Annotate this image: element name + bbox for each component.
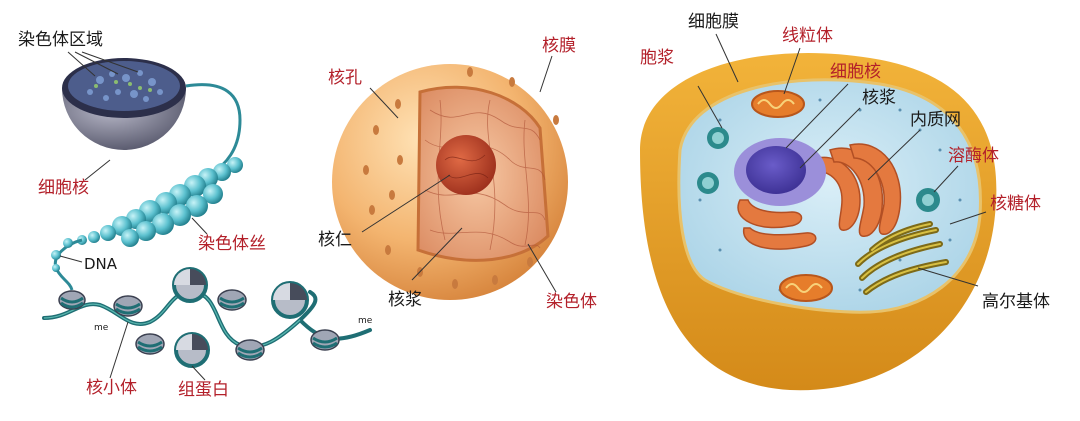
chromosome-fiber-beads [77,157,243,247]
chromatin-panel [42,51,372,381]
panel2-leader-lines [361,55,557,293]
label-nucleoplasm: 核浆 [388,290,422,310]
endoplasmic-reticulum-shape [737,143,902,250]
label-dna: DNA [84,255,118,273]
panel1-leader-lines [59,51,208,381]
label-ribosome: 核糖体 [990,194,1041,214]
nucleosome-discs [58,267,340,368]
label-chromosome-fiber: 染色体丝 [198,234,266,254]
label-lysosome: 溶酶体 [948,146,999,166]
nucleolus-shape [436,135,496,195]
vesicles [697,127,940,212]
chromatin-region-texture [87,70,163,102]
label-chromosome: 染色体 [546,292,597,312]
label-me-mark-left: me [94,323,109,333]
chromatin-network [424,99,546,251]
label-endoplasmic-reticulum: 内质网 [910,110,961,130]
nucleus-panel [332,55,568,300]
label-nuclear-pore: 核孔 [328,68,362,88]
label-mitochondrion: 线粒体 [782,26,833,46]
label-cell-nucleus: 细胞核 [830,62,881,82]
label-me-mark-right: me [358,316,373,326]
cell-nucleus-core [746,146,806,194]
label-cytoplasm: 胞浆 [640,48,674,68]
label-chromatin-region: 染色体区域 [18,30,103,50]
label-nucleosome: 核小体 [86,378,137,398]
label-golgi: 高尔基体 [982,292,1050,312]
cell-panel [640,33,997,391]
label-nuclear-membrane: 核膜 [542,36,576,56]
label-cell-nucleoplasm: 核浆 [862,88,896,108]
label-histone: 组蛋白 [178,380,229,400]
mitochondria [751,90,833,302]
label-nucleus: 细胞核 [38,178,89,198]
label-cell-membrane: 细胞膜 [688,12,739,32]
panel3-leader-lines [697,33,987,287]
label-nucleolus: 核仁 [318,230,352,250]
